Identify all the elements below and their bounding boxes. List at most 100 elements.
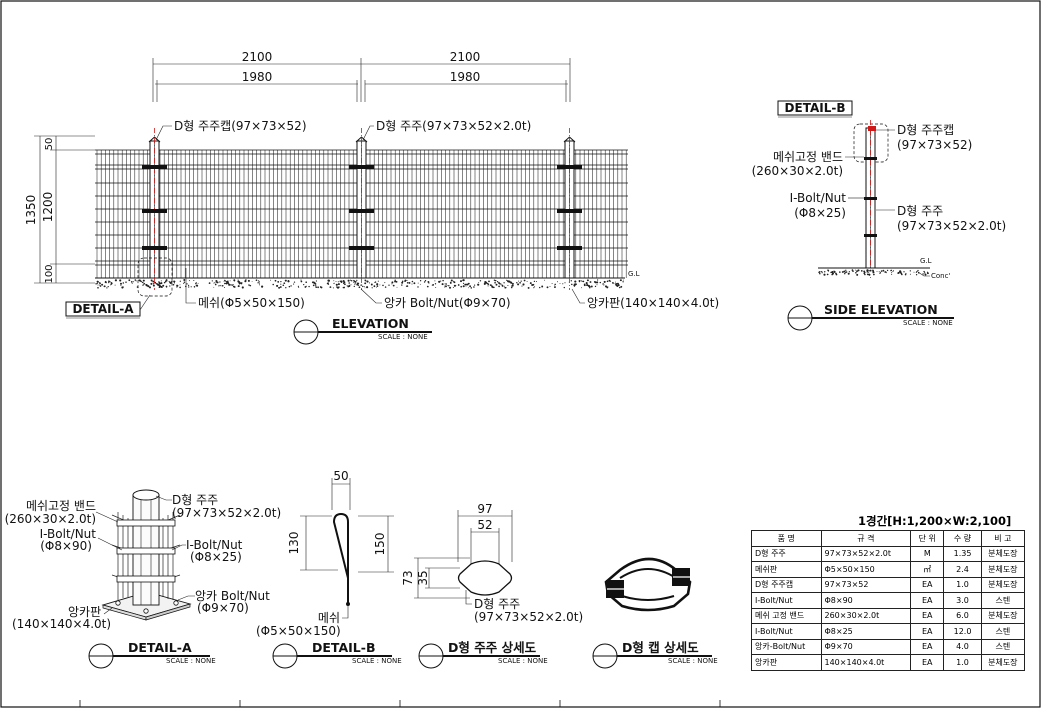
gravel-dot	[511, 284, 514, 287]
side-elevation-title: SIDE ELEVATION	[824, 302, 938, 317]
gravel-dot	[823, 273, 826, 276]
gravel-dot	[176, 286, 178, 288]
gravel-dot	[272, 283, 275, 286]
gravel-dot	[97, 284, 99, 286]
gravel-dot	[308, 285, 310, 288]
da-ibolt90-label-2: (Φ8×90)	[40, 539, 92, 553]
gravel-dot	[169, 285, 171, 287]
gravel-dot	[134, 279, 137, 281]
gravel-dot	[917, 269, 919, 272]
gravel-dot	[574, 283, 577, 286]
ps-dim-97: 97	[477, 502, 492, 516]
dim-2100-right: 2100	[450, 50, 481, 64]
gravel-dot	[494, 280, 496, 282]
table-cell: 1.35	[943, 545, 982, 562]
table-title: 1경간[H:1,200×W:2,100]	[858, 514, 1012, 528]
elevation-view: 2100 2100 1980 1980 1350 1200 100 50	[24, 50, 719, 345]
gravel-dot	[533, 287, 535, 289]
gravel-dot	[120, 282, 122, 285]
table-cell: EA	[910, 623, 945, 640]
gravel-dot	[526, 281, 528, 283]
gravel-dot	[193, 279, 195, 282]
gravel-dot	[258, 281, 260, 283]
gravel-dot	[170, 281, 173, 283]
table-cell: EA	[910, 638, 945, 655]
gravel-dot	[142, 282, 144, 284]
gravel-dot	[287, 280, 290, 283]
gravel-dot	[599, 281, 602, 284]
table-cell: 97×73×52	[820, 576, 912, 593]
gravel-dot	[534, 286, 536, 288]
anchor-plate-label: 앙카판(140×140×4.0t)	[587, 296, 719, 310]
gravel-dot	[161, 286, 163, 289]
gravel-dot	[432, 284, 435, 286]
gravel-dot	[901, 273, 903, 276]
table-header: 품 명	[751, 530, 822, 547]
post-left	[142, 128, 167, 290]
detail-b-scale: SCALE : NONE	[352, 657, 402, 665]
gravel-dot	[596, 279, 599, 281]
gravel-dot	[487, 285, 489, 287]
gravel-dot	[303, 283, 305, 286]
gravel-dot	[583, 284, 586, 287]
gravel-dot	[589, 287, 591, 289]
gravel-dot	[208, 282, 211, 284]
fence-posts	[142, 128, 582, 290]
gravel-dot	[376, 283, 379, 286]
gravel-dot	[487, 283, 490, 285]
gravel-dot	[857, 269, 860, 272]
gravel-dot	[109, 281, 111, 283]
gravel-dot	[457, 284, 460, 286]
gravel-dot	[541, 285, 544, 288]
gravel-dot	[559, 282, 561, 284]
gravel-dot	[470, 287, 473, 289]
gravel-dot	[188, 286, 190, 288]
gravel-dot	[843, 271, 845, 273]
gravel-dot	[356, 279, 358, 281]
gravel-dot	[244, 280, 247, 283]
gravel-dot	[376, 287, 377, 288]
gravel-dot	[366, 286, 369, 289]
gravel-dot	[879, 272, 881, 274]
detail-b-tag-box	[777, 100, 853, 116]
gravel-dot	[511, 282, 514, 285]
gravel-dot	[855, 272, 857, 274]
gravel-dot	[321, 286, 323, 288]
gravel-dot	[350, 279, 352, 281]
gravel-dot	[464, 283, 467, 286]
table-cell: 분체도장	[980, 576, 1026, 593]
gravel-dot	[507, 284, 509, 287]
gravel-dot	[582, 280, 585, 283]
gravel-dot	[413, 282, 416, 285]
gravel-dot	[333, 282, 335, 284]
gravel-dot	[147, 285, 150, 288]
gravel-dot	[135, 280, 137, 282]
table-cell: 1.0	[943, 654, 982, 671]
da-post-label-1: D형 주주	[172, 493, 218, 507]
table-cell: 3.0	[943, 592, 982, 609]
gravel-dot	[527, 286, 530, 289]
gravel-dot	[317, 286, 319, 289]
gravel-dot	[447, 285, 448, 287]
gravel-dot	[160, 282, 163, 285]
db-dim-50: 50	[333, 469, 348, 483]
gravel-dot	[554, 283, 556, 286]
gravel-dot	[150, 279, 153, 282]
gravel-dot	[596, 284, 598, 286]
gravel-dot	[261, 285, 264, 288]
gravel-dot	[401, 281, 404, 284]
gravel-dot	[179, 280, 181, 282]
gravel-dot	[101, 283, 104, 286]
detail-a-tag-box	[65, 301, 141, 317]
gravel-dot	[219, 284, 221, 286]
gravel-dot	[590, 285, 593, 288]
gravel-dot	[99, 284, 101, 286]
gravel-dot	[847, 272, 850, 275]
gravel-dot	[551, 283, 553, 284]
gravel-dot	[233, 280, 236, 282]
gravel-dot	[259, 284, 261, 286]
gravel-dot	[899, 271, 902, 274]
gravel-dot	[285, 287, 287, 289]
gravel-dot	[864, 273, 866, 276]
gravel-dot	[337, 286, 340, 289]
